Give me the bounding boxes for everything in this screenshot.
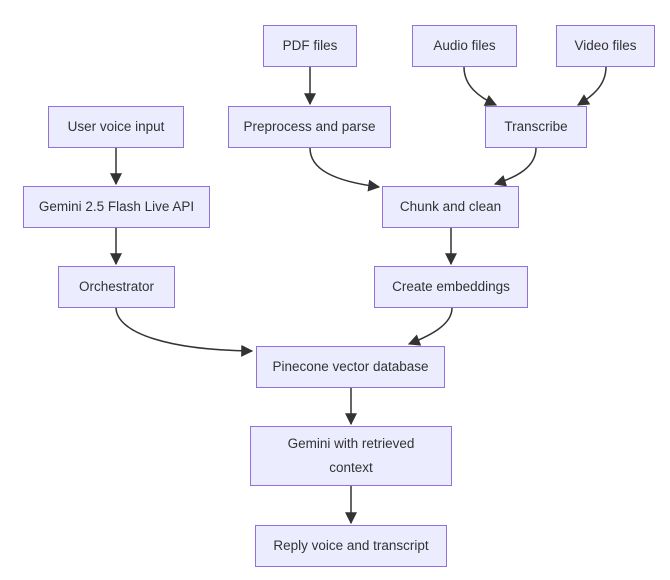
node-audio-files: Audio files [412, 25, 517, 67]
edge-transcribe-to-chunk [493, 147, 537, 187]
edge-audio-to-transcribe [463, 66, 498, 106]
edge-video-to-transcribe [576, 66, 607, 106]
node-preprocess-and-parse: Preprocess and parse [228, 106, 391, 148]
node-gemini-with-retrieved-context: Gemini with retrieved context [250, 426, 452, 486]
node-orchestrator: Orchestrator [58, 266, 175, 308]
node-video-files: Video files [556, 25, 655, 67]
edge-preprocess-to-chunk [309, 147, 381, 192]
node-reply-voice-and-transcript: Reply voice and transcript [255, 525, 447, 567]
node-transcribe: Transcribe [485, 106, 587, 148]
node-pdf-files: PDF files [263, 25, 357, 67]
node-chunk-and-clean: Chunk and clean [382, 186, 519, 228]
node-gemini-flash-live-api: Gemini 2.5 Flash Live API [23, 186, 210, 228]
edge-orchestrator-to-pinecone [115, 307, 254, 357]
node-user-voice-input: User voice input [48, 106, 184, 148]
node-create-embeddings: Create embeddings [374, 266, 528, 308]
node-pinecone-vector-database: Pinecone vector database [256, 346, 445, 388]
edge-embeddings-to-pinecone [407, 307, 453, 346]
